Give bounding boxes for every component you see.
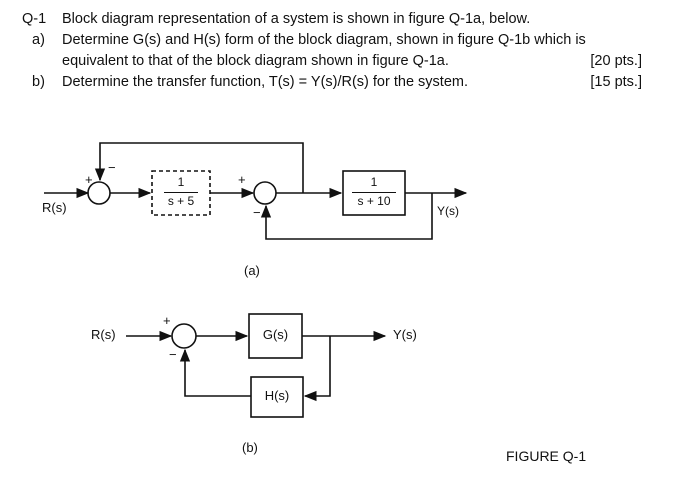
fig-b-h-label: H(s) [264,388,290,403]
part-b-label: b) [32,74,45,90]
fig-b-g-label: G(s) [262,327,289,342]
fig-a-sum1-minus: − [108,160,116,175]
figure-a [44,142,468,240]
part-b-text: Determine the transfer function, T(s) = … [62,74,468,90]
fig-b-summing-junction [171,323,197,349]
fig-b-output-label: Y(s) [393,327,417,342]
fig-a-block2-fraction-bar [352,192,396,193]
fig-a-block1-numerator: 1 [177,175,185,189]
fig-a-feedback-loop-1 [94,142,304,193]
fig-b-sum-minus: − [169,347,177,362]
fig-a-summing-junction-2 [253,181,277,205]
figure-b [126,313,387,418]
fig-a-sum1-plus: + [85,172,93,187]
fig-a-sum2-plus: + [238,172,246,187]
fig-a-block1-denominator: s + 5 [167,194,195,208]
fig-b-h-block [250,376,304,418]
fig-b-feedback-line [179,348,251,397]
part-a-line2: equivalent to that of the block diagram … [62,53,449,69]
fig-b-input-label: R(s) [91,327,116,342]
part-a-label: a) [32,32,45,48]
fig-a-output-label: Y(s) [437,204,459,218]
question-intro: Block diagram representation of a system… [62,11,531,27]
fig-b-line-to-h [303,336,331,402]
part-a-points: [20 pts.] [590,53,642,69]
fig-b-sum-plus: + [163,313,171,328]
fig-a-block1-fraction-bar [164,192,198,193]
part-a-line1: Determine G(s) and H(s) form of the bloc… [62,32,586,48]
fig-a-sum2-minus: − [253,205,261,220]
part-b-points: [15 pts.] [590,74,642,90]
fig-b-caption: (b) [242,440,258,455]
fig-a-block2-numerator: 1 [370,175,378,189]
fig-a-input-label: R(s) [42,200,67,215]
fig-a-feedback-loop-2 [260,193,433,240]
question-number: Q-1 [22,11,47,27]
figure-label: FIGURE Q-1 [506,448,587,464]
fig-a-block2-denominator: s + 10 [357,194,391,208]
fig-a-caption: (a) [244,263,260,278]
